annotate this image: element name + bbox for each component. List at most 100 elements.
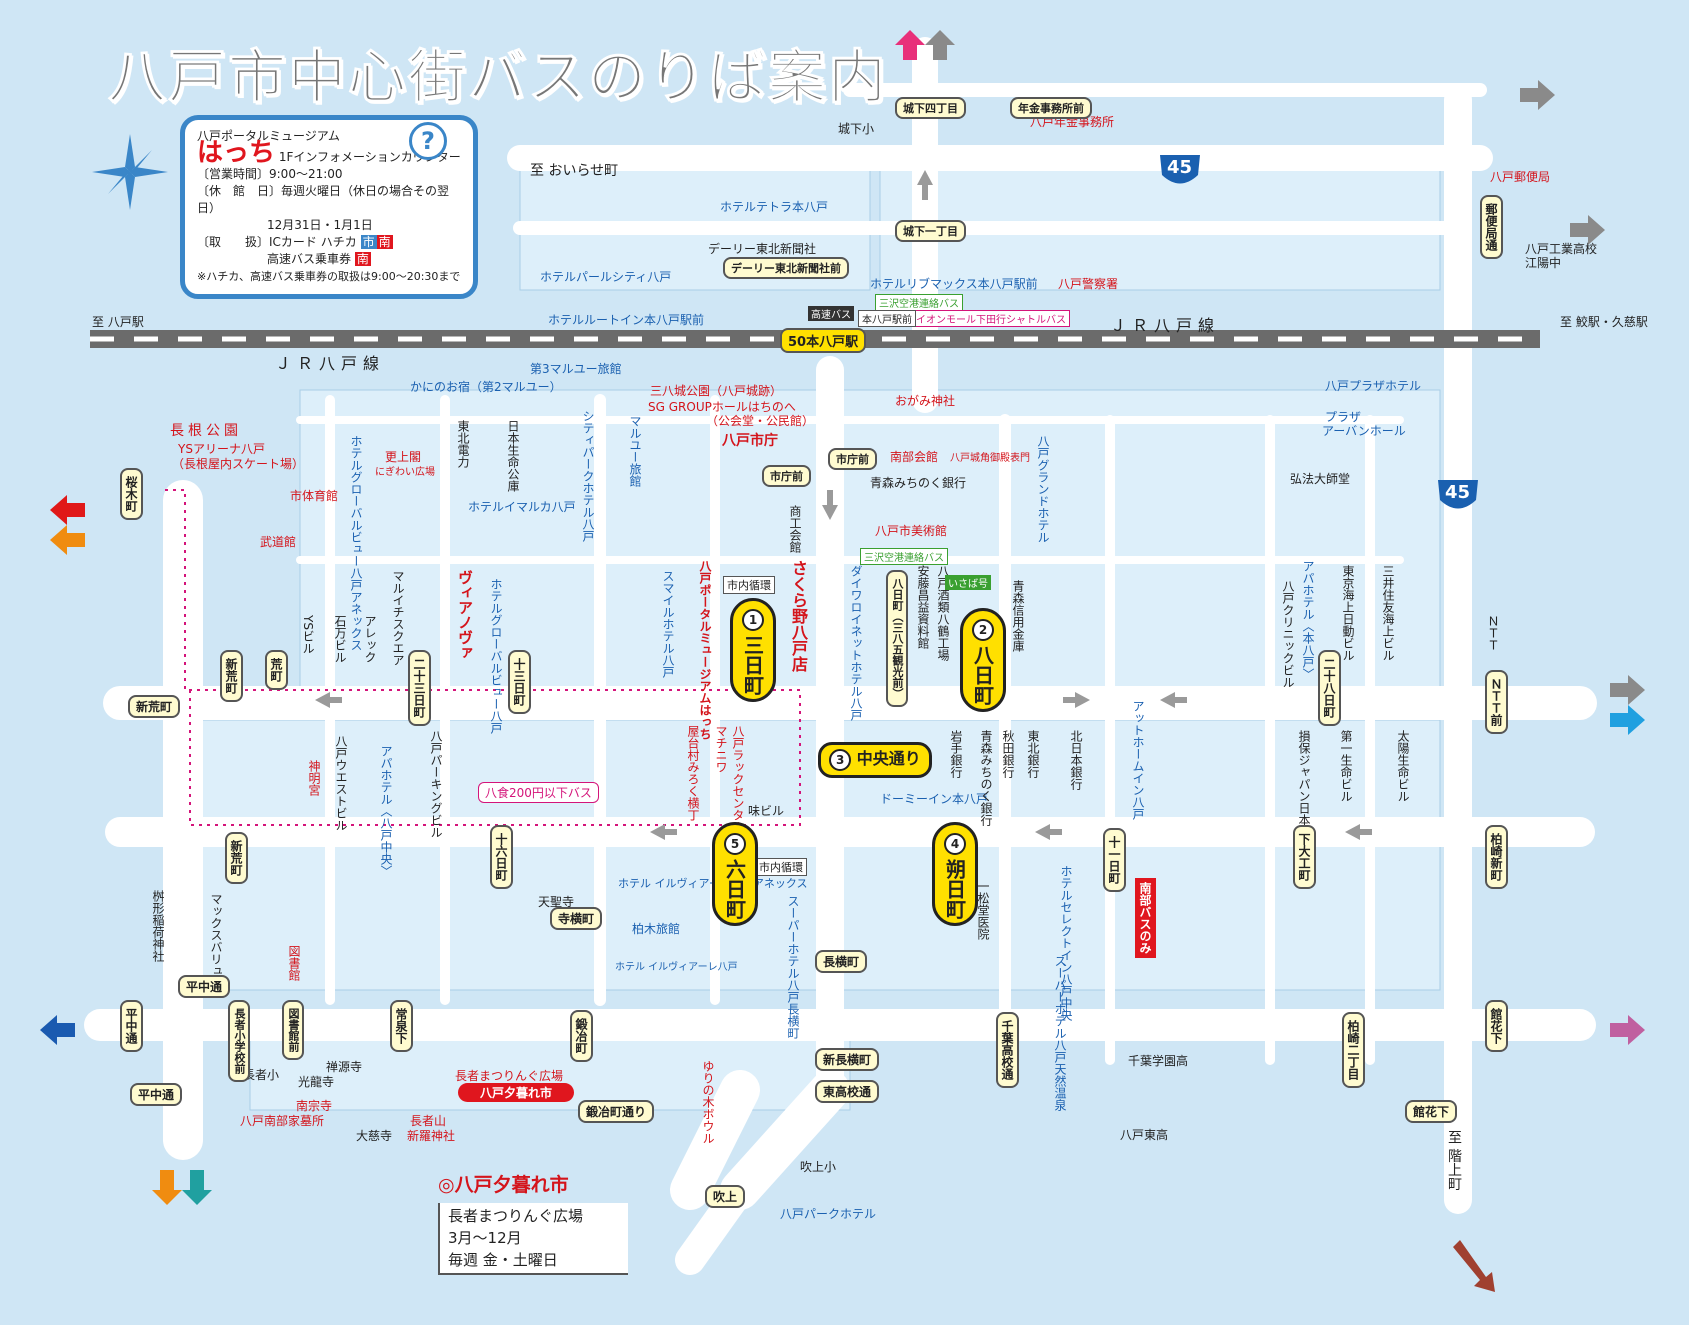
badge-mikaze-2: 三沢空港連絡バス (860, 548, 948, 565)
place-choja-matsuri: 長者まつりんぐ広場 (455, 1069, 564, 1083)
stop-kanka-2[interactable]: 館花下 (1405, 1100, 1458, 1123)
badge-shinai-2: 市内循環 (755, 858, 807, 876)
major-stop-4[interactable]: 4 朔日町 (932, 822, 978, 926)
place-ichimatsudo: 一松堂医院 (976, 880, 990, 940)
place-maxvalu: マックスバリュ (209, 893, 223, 977)
kw-nan: 南 (376, 235, 393, 249)
stop-hachiban8[interactable]: 八日町（三八五観光前） (886, 570, 908, 707)
museum-name: 八戸ポータルミュージアム (197, 129, 340, 143)
place-alec: アレック (363, 615, 377, 663)
stop-chiba-dori[interactable]: 千葉高校通 (996, 1012, 1019, 1088)
place-ys-bldg: YSビル (301, 615, 315, 654)
place-higashi-ko: 八戸東高 (1120, 1128, 1169, 1142)
place-grov-anex: ホテルグローバルビュー八戸アネックス (349, 435, 363, 651)
stop-higashi-dori[interactable]: 東高校通 (815, 1080, 880, 1103)
stop-nagayoko[interactable]: 長横町 (815, 950, 868, 973)
stop-shitaomachi[interactable]: 下大工町 (1293, 825, 1316, 889)
place-katagata: 桝形稲荷神社 (151, 890, 165, 962)
stop-kashiwazaki-2[interactable]: 柏崎二丁目 (1342, 1012, 1365, 1088)
place-taiyo: 太陽生命ビル (1396, 730, 1410, 802)
major-stop-1[interactable]: 1 三日町 (730, 598, 776, 702)
place-yurinoki: ゆりの木ボウル (701, 1060, 715, 1144)
stop-kashiwazaki[interactable]: 柏崎新町 (1485, 825, 1508, 889)
stop-shicho-mae[interactable]: 市庁前 (828, 448, 877, 470)
stop-hirachu[interactable]: 平中通 (178, 975, 231, 998)
stop-jusan[interactable]: 十三日町 (508, 650, 531, 714)
stop-juroku[interactable]: 十六日町 (490, 825, 513, 889)
stop-nijusan[interactable]: 二十三日町 (408, 650, 431, 726)
stop-juichi[interactable]: 十一日町 (1103, 828, 1126, 892)
stop-nenkin-mae[interactable]: 年金事務所前 (1010, 97, 1092, 119)
to-hachinohe-station: 至 八戸駅 (92, 315, 144, 329)
kw-shi: 市 (360, 235, 377, 249)
stop-chosho-mae[interactable]: 長者小学校前 (228, 1000, 250, 1082)
stop-kajicho[interactable]: 鍛冶町 (570, 1010, 593, 1062)
info-handle-2: 高速バス乗車券 (267, 252, 352, 266)
major-stop-2[interactable]: 2 八日町 (960, 608, 1006, 712)
stop-yubinkyoku-mae[interactable]: 郵便局通 (1480, 195, 1503, 259)
to-kaijo: 至 階上町 (1446, 1130, 1462, 1191)
major-stop-5[interactable]: 5 六日町 (712, 822, 758, 926)
stop-hirachu-3[interactable]: 平中通 (130, 1083, 183, 1106)
stop-shinara-2[interactable]: 新荒町 (225, 832, 248, 884)
place-aomori-bank: 青森みちのく銀行 (870, 476, 967, 490)
place-shiroshita-sho: 城下小 (838, 122, 875, 136)
stop-daily-mae[interactable]: デーリー東北新聞社前 (723, 257, 849, 279)
yugure-schedule: ◎八戸夕暮れ市 長者まつりんぐ広場 3月～12月 毎週 金・土曜日 (438, 1170, 628, 1275)
place-yatai: 屋台村みろく横丁 (686, 725, 700, 821)
route-45-label-a: 45 (1167, 157, 1193, 178)
stop-number-3: 3 (829, 749, 852, 771)
badge-nanbu-only: 南部バスのみ (1135, 878, 1156, 958)
stop-terayoko[interactable]: 寺横町 (550, 907, 603, 930)
stop-shiroshita1[interactable]: 城下一丁目 (895, 220, 966, 242)
stop-number-5: 5 (724, 833, 746, 855)
stop-shin-nagayoko[interactable]: 新長横町 (815, 1048, 880, 1071)
place-ntt: ＮＴＴ (1486, 615, 1500, 651)
stop-ara[interactable]: 荒町 (265, 650, 288, 690)
stop-nijuhachi[interactable]: 二十八日町 (1318, 650, 1341, 726)
badge-honhachi-mae: 本八戸駅前 (858, 310, 916, 327)
hacchi-name: はっち (197, 138, 276, 168)
stop-josen[interactable]: 常泉下 (390, 1000, 413, 1052)
place-citypark: シティパークホテル八戸 (581, 410, 595, 542)
major-stop-3-label: 中央通り (856, 749, 921, 768)
schedule-head: ◎八戸夕暮れ市 (438, 1174, 569, 1196)
stop-honhachi[interactable]: 50本八戸駅 (780, 328, 867, 353)
place-bijutsukan: 八戸市美術館 (875, 524, 948, 538)
stop-number-1: 1 (742, 609, 764, 631)
place-sggroup-2: （公会堂・公民館） (706, 414, 815, 428)
badge-yugure: 八戸夕暮れ市 (458, 1083, 575, 1102)
stop-shinara-v[interactable]: 新荒町 (220, 650, 243, 702)
place-select-inn: ホテルセレクトイン八戸中央 (1059, 865, 1073, 1021)
stop-kanka[interactable]: 館花下 (1485, 1000, 1508, 1052)
schedule-line-1: 長者まつりんぐ広場 (448, 1207, 584, 1225)
place-okami: おがみ神社 (895, 394, 956, 408)
loop-bus-route (165, 489, 801, 826)
badge-aeon: イオンモール下田行シャトルバス (912, 310, 1070, 327)
direction-arrows (40, 30, 1645, 1292)
question-icon: ? (409, 122, 447, 160)
place-tohoku-den: 東北電力 (456, 420, 470, 468)
place-kashiwagi: 柏木旅館 (632, 922, 681, 936)
place-riplax: ホテルリブマックス本八戸駅前 (870, 277, 1038, 291)
major-stop-5-label: 六日町 (722, 859, 747, 919)
badge-kosoku: 高速バス (808, 306, 854, 321)
major-stop-3[interactable]: 3 中央通り (818, 742, 932, 778)
kw-nan-2: 南 (354, 252, 371, 266)
stop-sakuragi[interactable]: 桜木町 (120, 468, 143, 520)
place-tohoku-bank: 東北銀行 (1026, 730, 1040, 778)
stop-hirachu-2[interactable]: 平中通 (120, 1000, 143, 1052)
stop-ntt-mae[interactable]: ＮＴＴ前 (1485, 670, 1508, 734)
place-akita: 秋田銀行 (1001, 730, 1015, 778)
place-parking: 八戸パーキングビル (429, 730, 443, 838)
stop-shinara[interactable]: 新荒町 (128, 695, 181, 718)
place-marugo3: 第3マルユー旅館 (530, 362, 622, 376)
route-45-label-b: 45 (1445, 482, 1471, 503)
stop-shicho-mae-2[interactable]: 市庁前 (762, 465, 811, 487)
place-routein: ホテルルートイン本八戸駅前 (548, 313, 705, 327)
stop-fukiage[interactable]: 吹上 (705, 1185, 746, 1208)
stop-kajicho-dori[interactable]: 鍛冶町通り (578, 1100, 655, 1123)
stop-tosho-mae[interactable]: 図書館前 (282, 1000, 304, 1060)
stop-shiroshita4[interactable]: 城下四丁目 (895, 97, 966, 119)
